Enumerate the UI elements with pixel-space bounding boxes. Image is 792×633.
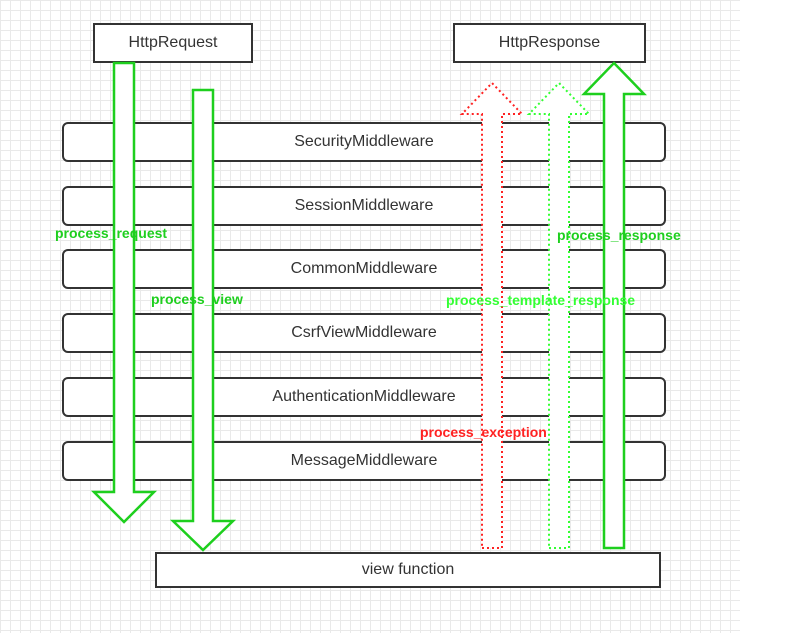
http-response-label: HttpResponse [498, 34, 601, 51]
http-request-box: HttpRequest [93, 23, 253, 63]
process-response-label: process_response [557, 227, 681, 243]
middleware-label: CsrfViewMiddleware [291, 324, 437, 341]
middleware-label: SecurityMiddleware [294, 133, 434, 150]
middleware-label: MessageMiddleware [290, 452, 438, 469]
process-exception-label: process_exception [420, 424, 547, 440]
process-view-label: process_view [151, 291, 243, 307]
http-request-label: HttpRequest [128, 34, 218, 51]
middleware-label: CommonMiddleware [290, 260, 438, 277]
process-request-label: process_request [55, 225, 168, 241]
http-response-box: HttpResponse [453, 23, 646, 63]
diagram-canvas: SecurityMiddleware SessionMiddleware Com… [0, 0, 740, 633]
view-function-label: view function [361, 561, 455, 578]
process-exception-arrow [459, 81, 525, 549]
view-function-box: view function [155, 552, 661, 588]
process-template-response-label: process_template_response [446, 292, 636, 308]
middleware-label: SessionMiddleware [294, 197, 434, 214]
flow-arrows [90, 61, 647, 552]
middleware-label: AuthenticationMiddleware [272, 388, 456, 405]
process-view-arrow [169, 88, 237, 552]
process-request-arrow [90, 61, 158, 524]
process-template-response-arrow [526, 81, 592, 549]
process-response-arrow [581, 61, 647, 550]
